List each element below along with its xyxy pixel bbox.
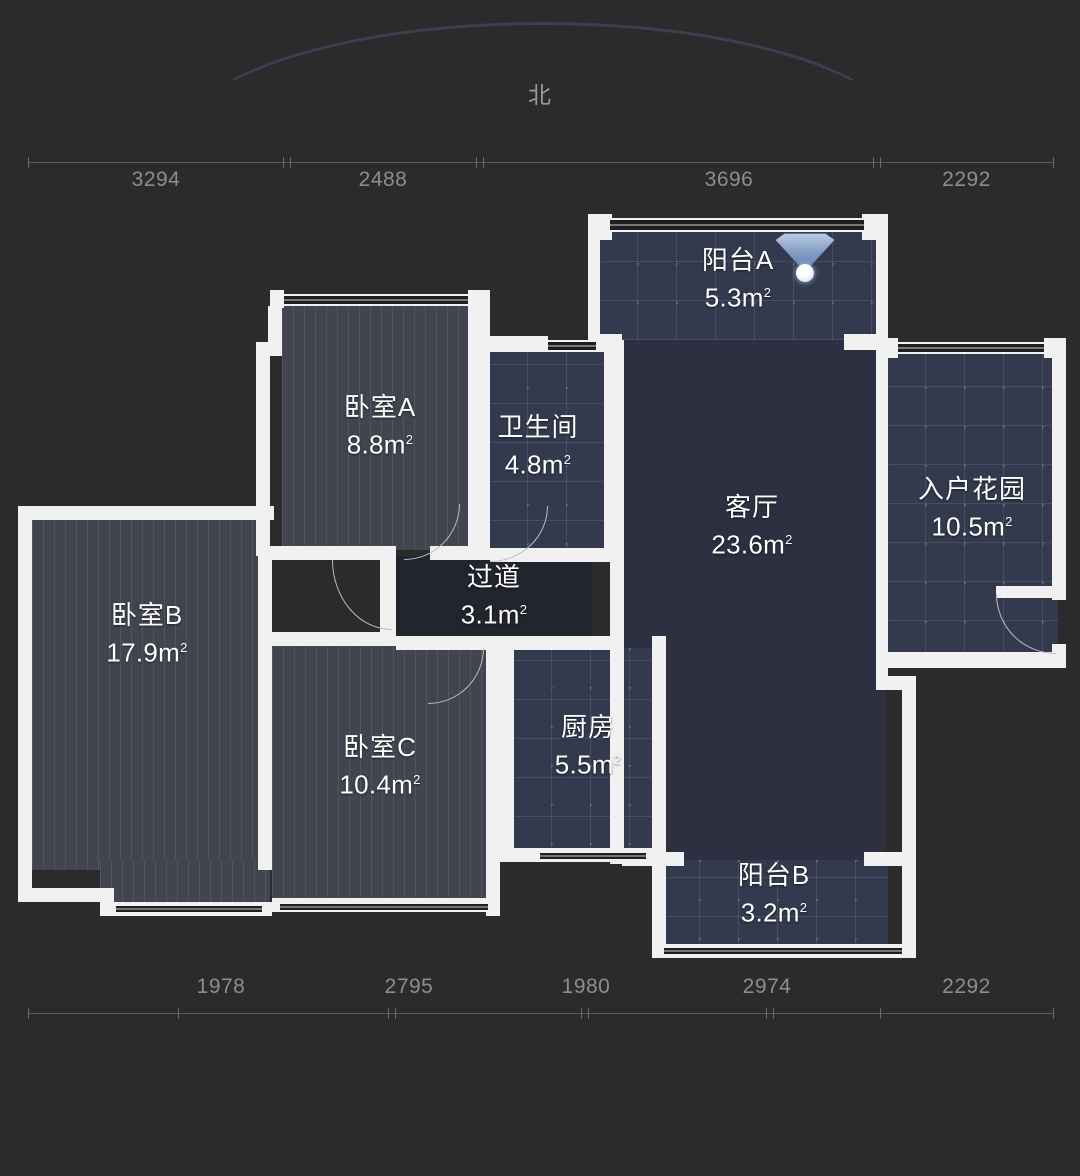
wall-bedroom-b-right <box>258 646 272 870</box>
wall-balcony-b-top-left <box>660 852 684 866</box>
wall-balcony-a-right <box>876 236 888 346</box>
window-entry-garden-north <box>898 342 1044 354</box>
wall-kitchen-right <box>652 712 666 860</box>
viewpoint-cone-icon[interactable] <box>773 232 837 282</box>
dimension-bottom-1: 2795 <box>384 975 434 998</box>
wall-living-right-lower <box>902 676 916 866</box>
room-name-bedroom-b: 卧室B <box>110 600 184 630</box>
window-balcony-b-south <box>664 946 902 956</box>
wall-bedroom-a-right <box>468 352 490 552</box>
room-area-balcony-b: 3.2m2 <box>740 897 808 928</box>
wall-balcony-b-left <box>652 852 666 956</box>
dimension-top-3: 2292 <box>942 168 991 191</box>
dimension-bottom-3: 2974 <box>742 975 792 998</box>
window-balcony-a-north <box>610 218 864 232</box>
room-name-bathroom: 卫生间 <box>497 412 579 442</box>
room-name-entry-garden: 入户花园 <box>917 474 1026 504</box>
room-floor-living-room[interactable] <box>622 340 886 860</box>
room-name-hallway: 过道 <box>466 562 521 592</box>
wall-bedroom-a-right-top <box>468 290 490 352</box>
room-name-balcony-b: 阳台B <box>737 860 811 890</box>
dimension-top-0: 3294 <box>131 168 181 191</box>
wall-bedroom-a-bottom-right <box>430 546 490 560</box>
room-floor-bedroom-b[interactable] <box>32 518 270 870</box>
north-label: 北 <box>528 82 552 108</box>
wall-pillar <box>862 214 888 240</box>
window-bedroom-c-south <box>280 902 488 912</box>
window-kitchen-south <box>540 851 646 861</box>
room-area-balcony-a: 5.3m2 <box>704 282 772 313</box>
room-floor-hallway[interactable] <box>396 556 592 644</box>
wall-bedroom-b-left <box>18 506 32 902</box>
room-area-bedroom-c: 10.4m2 <box>339 769 421 800</box>
room-label-entry-garden: 入户花园 10.5m2 <box>886 474 1058 544</box>
room-label-balcony-b: 阳台B 3.2m2 <box>660 860 888 930</box>
wall-hallway-bottom-right <box>396 636 500 650</box>
wall-bedroom-a-left <box>256 342 270 556</box>
room-area-bedroom-a: 8.8m2 <box>346 429 414 460</box>
wall-balcony-a-left <box>588 236 600 346</box>
wall-living-right <box>876 382 888 682</box>
room-label-bedroom-a: 卧室A 8.8m2 <box>282 392 478 462</box>
room-area-kitchen: 5.5m2 <box>554 749 622 780</box>
compass-arc <box>175 22 911 268</box>
dimension-top-2: 3696 <box>704 168 754 191</box>
room-name-living-room: 客厅 <box>724 492 779 522</box>
wall-hallway-bottom-left <box>272 632 396 646</box>
wall-pillar <box>588 214 612 240</box>
room-label-kitchen: 厨房 5.5m2 <box>512 712 664 782</box>
wall-bedroom-c-right <box>486 636 500 916</box>
wall-kitchen-top <box>500 636 616 650</box>
window-bathroom-north <box>548 340 596 352</box>
dimension-bottom-0: 1978 <box>196 975 246 998</box>
room-name-bedroom-a: 卧室A <box>343 392 417 422</box>
room-label-hallway: 过道 3.1m2 <box>396 562 592 632</box>
window-bedroom-a-north <box>284 294 476 306</box>
wall-bathroom-top-mid <box>512 336 548 352</box>
room-area-entry-garden: 10.5m2 <box>931 511 1013 542</box>
door-bedroom-b[interactable] <box>332 560 392 630</box>
room-floor-bathroom[interactable] <box>488 348 606 560</box>
dimension-ruler-bottom: 1978 2795 1980 2974 2292 <box>28 975 1054 1019</box>
room-name-balcony-a: 阳台A <box>701 245 775 275</box>
room-floor-kitchen[interactable] <box>512 648 664 856</box>
wall-bedroom-b-bottom-left <box>18 888 114 902</box>
dimension-bottom-4: 2292 <box>942 975 991 998</box>
wall-kitchen-left <box>500 648 514 860</box>
room-name-bedroom-c: 卧室C <box>343 732 417 762</box>
room-label-bedroom-b: 卧室B 17.9m2 <box>32 600 262 670</box>
room-area-bathroom: 4.8m2 <box>504 449 572 480</box>
room-floor-bedroom-a[interactable] <box>282 300 478 550</box>
wall-bedroom-b-top <box>18 506 274 520</box>
wall-living-left-lower <box>610 636 624 864</box>
dimension-bottom-2: 1980 <box>561 975 611 998</box>
wall-bedroom-b-right-upper <box>258 556 272 646</box>
room-label-bathroom: 卫生间 4.8m2 <box>470 412 606 482</box>
wall-entry-garden-bottom <box>886 652 1066 668</box>
window-bedroom-b-south <box>116 904 262 914</box>
room-floor-balcony-b[interactable] <box>660 860 888 956</box>
room-label-living-room: 客厅 23.6m2 <box>620 492 884 562</box>
room-label-bedroom-c: 卧室C 10.4m2 <box>274 732 486 802</box>
wall-balcony-b-right <box>902 852 916 956</box>
room-area-bedroom-b: 17.9m2 <box>106 637 188 668</box>
wall-entry-garden-right <box>1052 352 1066 588</box>
wall-living-left-upper <box>610 340 624 640</box>
room-label-balcony-a: 阳台A 5.3m2 <box>600 245 876 315</box>
viewpoint-origin-dot <box>796 264 814 282</box>
dimension-ruler-top: 3294 2488 3696 2292 <box>28 152 1054 192</box>
room-name-kitchen: 厨房 <box>560 712 615 742</box>
wall-pillar <box>270 290 284 308</box>
wall-bathroom-top-left <box>490 336 512 352</box>
room-area-living-room: 23.6m2 <box>711 529 793 560</box>
wall-kitchen-right-upper <box>652 636 666 712</box>
wall-pillar <box>876 338 898 358</box>
dimension-top-1: 2488 <box>358 168 408 191</box>
room-area-hallway: 3.1m2 <box>460 599 528 630</box>
wall-bedroom-a-bottom-left <box>268 546 380 560</box>
